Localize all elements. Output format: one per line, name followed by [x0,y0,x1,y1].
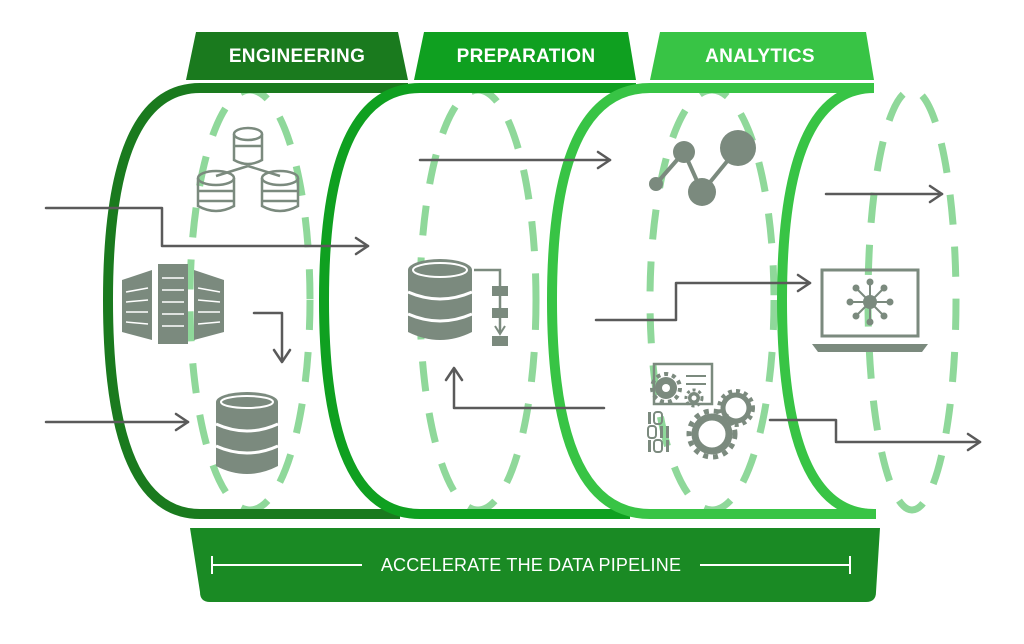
gears-code-icon [647,362,755,460]
arrow-analytics-mid [594,281,812,322]
laptop-hub-icon [812,268,928,352]
tab-engineering: ENGINEERING [186,32,408,80]
cylinder-analytics [546,83,876,519]
arrow-engineering-down [252,311,284,362]
arrow-analytics-bottom [768,418,982,444]
tab-preparation: PREPARATION [414,32,636,80]
cylinder-preparation [318,83,636,519]
server-rack-icon [122,264,224,344]
arrow-prep-return [452,368,606,410]
footer-label: ACCELERATE THE DATA PIPELINE [381,555,681,575]
footer-bar: ACCELERATE THE DATA PIPELINE [190,528,880,602]
tab-analytics: ANALYTICS [650,32,874,80]
tab-analytics-label: ANALYTICS [705,46,815,67]
database-icon [215,392,279,474]
database-cluster-icon [196,126,300,213]
network-graph-icon [649,130,756,206]
flow-arrows [44,150,982,452]
cylinder-engineering [102,83,408,519]
arrow-input-top [44,206,370,248]
tab-preparation-label: PREPARATION [457,46,596,67]
database-pipeline-icon [407,259,508,346]
tab-engineering-label: ENGINEERING [229,46,365,67]
